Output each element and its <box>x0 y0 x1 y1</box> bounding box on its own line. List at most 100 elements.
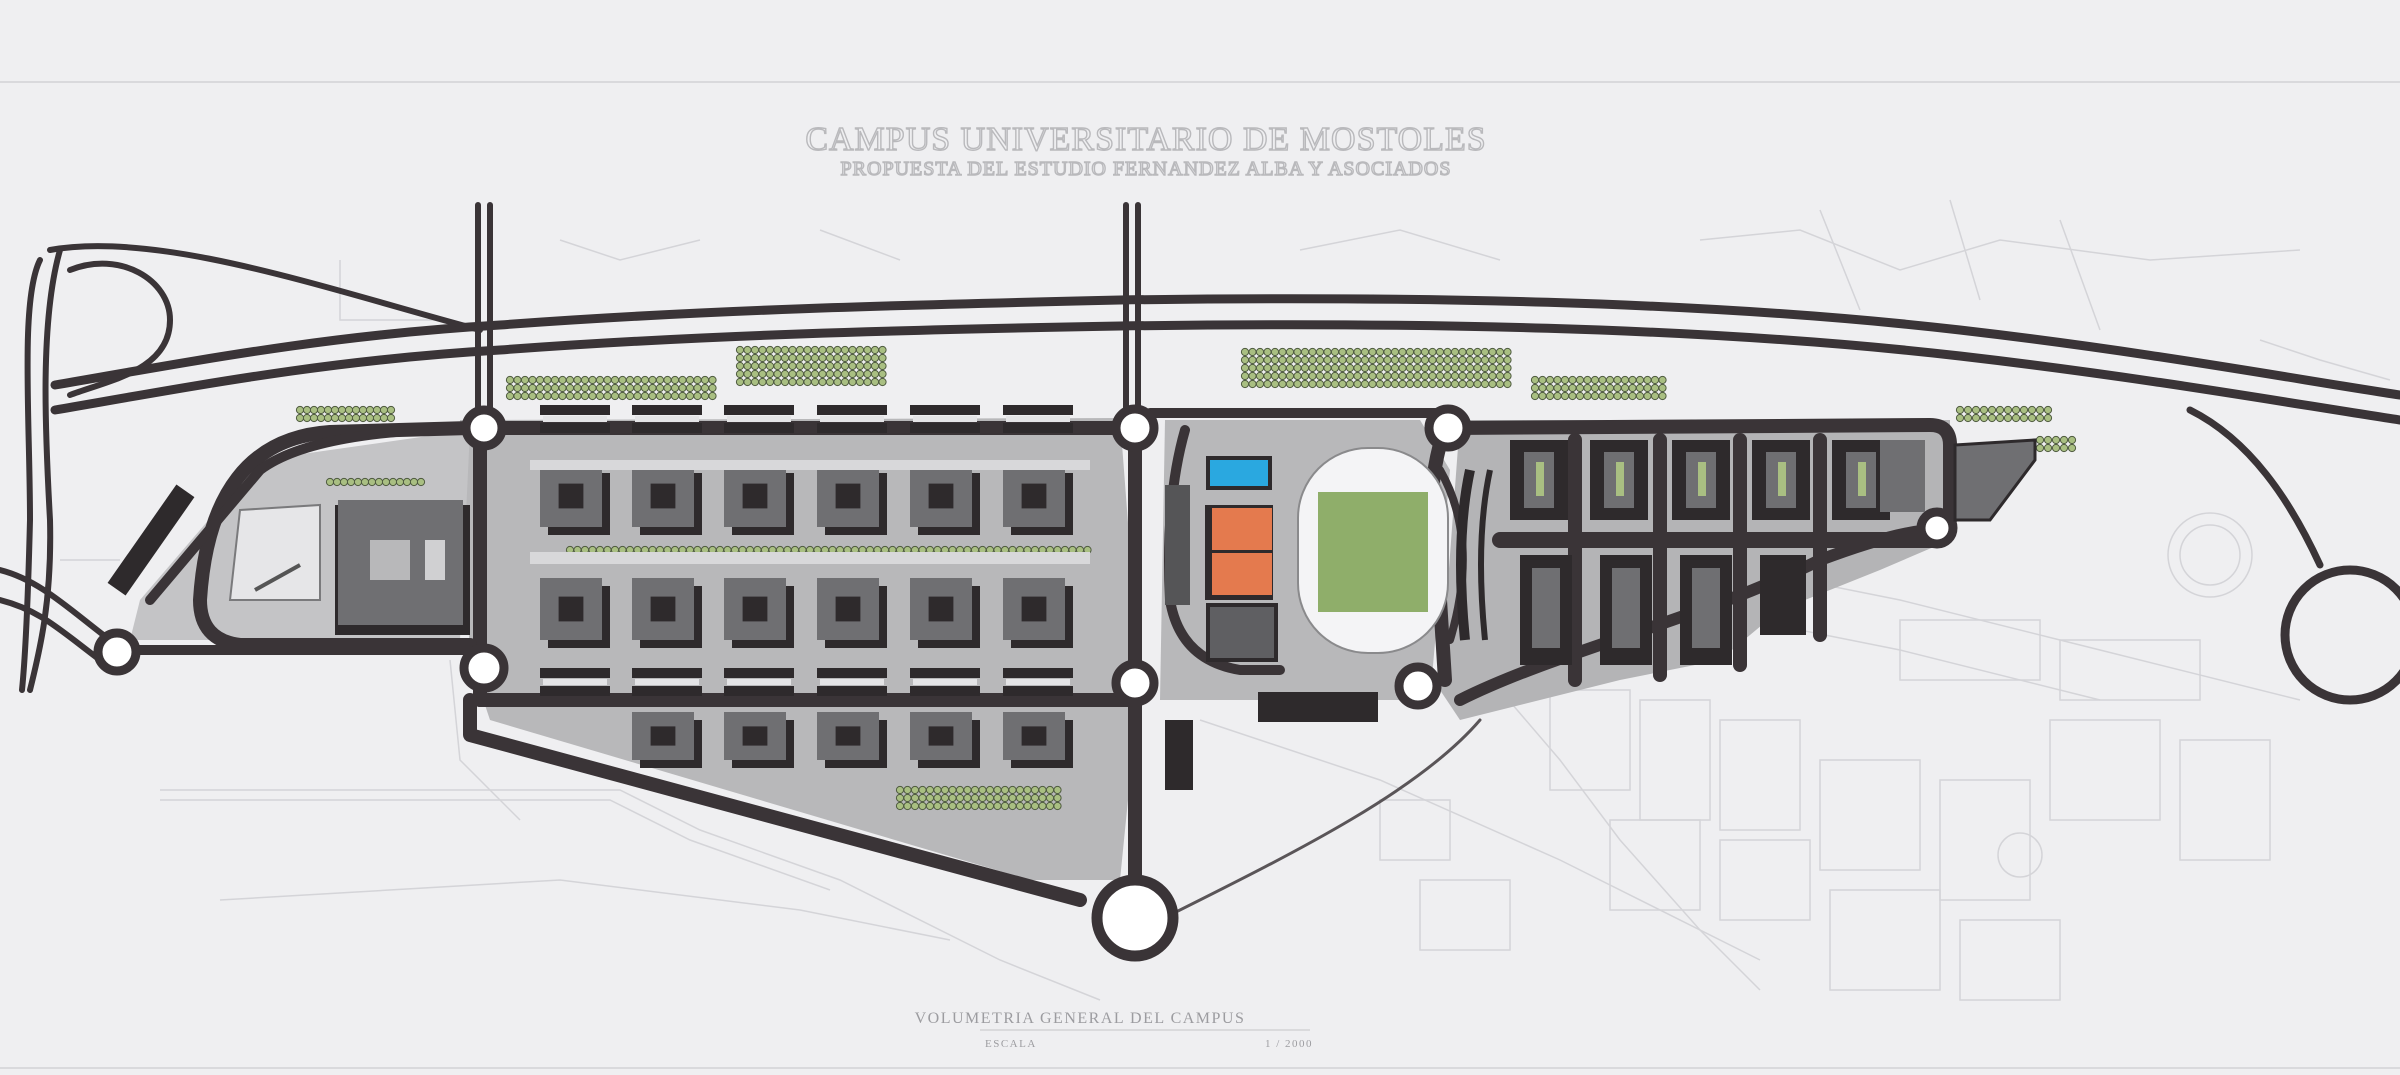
tree-icon <box>1420 371 1430 381</box>
tree-icon <box>1598 383 1607 393</box>
roundabout-icon <box>1091 874 1179 962</box>
tree-icon <box>678 391 687 401</box>
courtyard <box>928 483 954 509</box>
building-bar <box>910 686 980 696</box>
courtyard <box>928 726 954 746</box>
walkway <box>635 416 699 422</box>
tree-icon <box>918 785 927 795</box>
tree-icon <box>550 391 560 401</box>
tree-icon <box>1628 375 1637 385</box>
tree-icon <box>993 801 1002 811</box>
tree-icon <box>693 391 702 401</box>
tree-icon <box>1308 371 1317 381</box>
tree-icon <box>803 353 812 363</box>
tree-icon <box>1278 347 1287 357</box>
building-bar <box>632 668 702 678</box>
tree-icon <box>963 785 972 795</box>
tree-icon <box>513 383 522 393</box>
tree-icon <box>750 361 760 371</box>
sheet-subtitle: PROPUESTA DEL ESTUDIO FERNANDEZ ALBA Y A… <box>841 158 1452 180</box>
tree-icon <box>848 345 857 355</box>
tree-icon <box>1030 785 1040 795</box>
tree-icon <box>810 377 820 387</box>
tree-icon <box>895 793 905 803</box>
building-bar <box>540 405 610 415</box>
tree-icon <box>848 377 857 387</box>
tree-icon <box>2051 435 2061 445</box>
tree-icon <box>344 405 354 415</box>
tree-icon <box>1560 383 1570 393</box>
courtyard <box>1021 483 1047 509</box>
swimming-pool <box>1206 456 1272 490</box>
tree-icon <box>1473 347 1482 357</box>
tree-icon <box>810 345 820 355</box>
tree-icon <box>1248 355 1257 365</box>
tree-icon <box>1613 391 1622 401</box>
walkway <box>1006 679 1070 685</box>
tree-icon <box>1435 355 1445 365</box>
tree-icon <box>2035 435 2045 445</box>
tree-icon <box>1405 371 1415 381</box>
tree-icon <box>1278 363 1287 373</box>
building-bar <box>817 423 887 433</box>
building-bar <box>724 668 794 678</box>
tree-icon <box>1495 363 1505 373</box>
tree-icon <box>337 413 347 423</box>
walkway <box>635 679 699 685</box>
tree-icon <box>735 345 745 355</box>
tree-icon <box>1995 405 2005 415</box>
tree-icon <box>2011 413 2021 423</box>
tree-icon <box>1330 347 1340 357</box>
tree-icon <box>1255 355 1265 365</box>
tree-icon <box>1345 355 1355 365</box>
tree-icon <box>330 413 340 423</box>
tree-icon <box>1353 347 1362 357</box>
tree-icon <box>1488 347 1497 357</box>
tree-icon <box>1398 355 1407 365</box>
tree-icon <box>618 391 627 401</box>
tree-icon <box>1987 413 1997 423</box>
roundabout-icon <box>1424 404 1472 452</box>
tree-icon <box>773 361 782 371</box>
tree-icon <box>543 383 552 393</box>
tree-icon <box>1315 355 1325 365</box>
tree-icon <box>648 383 657 393</box>
tree-icon <box>678 375 687 385</box>
tree-icon <box>1008 793 1017 803</box>
tree-icon <box>528 375 537 385</box>
tree-icon <box>933 793 942 803</box>
tree-icon <box>1330 379 1340 389</box>
tree-icon <box>1045 785 1055 795</box>
tree-icon <box>1263 355 1272 365</box>
tree-icon <box>700 383 710 393</box>
tree-icon <box>1323 355 1332 365</box>
tree-icon <box>2035 405 2045 415</box>
tree-icon <box>1553 375 1562 385</box>
tree-icon <box>765 361 775 371</box>
tree-icon <box>2027 413 2037 423</box>
tree-icon <box>1345 363 1355 373</box>
tree-icon <box>833 345 842 355</box>
tree-icon <box>535 391 545 401</box>
tree-icon <box>603 375 612 385</box>
courtyard <box>1021 726 1047 746</box>
tree-icon <box>1240 371 1250 381</box>
tree-icon <box>848 369 857 379</box>
tree-icon <box>1480 371 1490 381</box>
tree-icon <box>955 793 965 803</box>
tree-icon <box>1285 363 1295 373</box>
tree-icon <box>1605 391 1615 401</box>
tree-icon <box>993 793 1002 803</box>
tree-icon <box>618 383 627 393</box>
tree-icon <box>558 391 567 401</box>
tree-icon <box>870 353 880 363</box>
tree-icon <box>1575 391 1585 401</box>
tree-icon <box>1300 371 1310 381</box>
tree-icon <box>708 383 717 393</box>
tree-icon <box>840 361 850 371</box>
tree-icon <box>863 369 872 379</box>
tree-icon <box>685 391 695 401</box>
tree-icon <box>1545 391 1555 401</box>
tree-icon <box>640 375 650 385</box>
tree-icon <box>978 785 987 795</box>
